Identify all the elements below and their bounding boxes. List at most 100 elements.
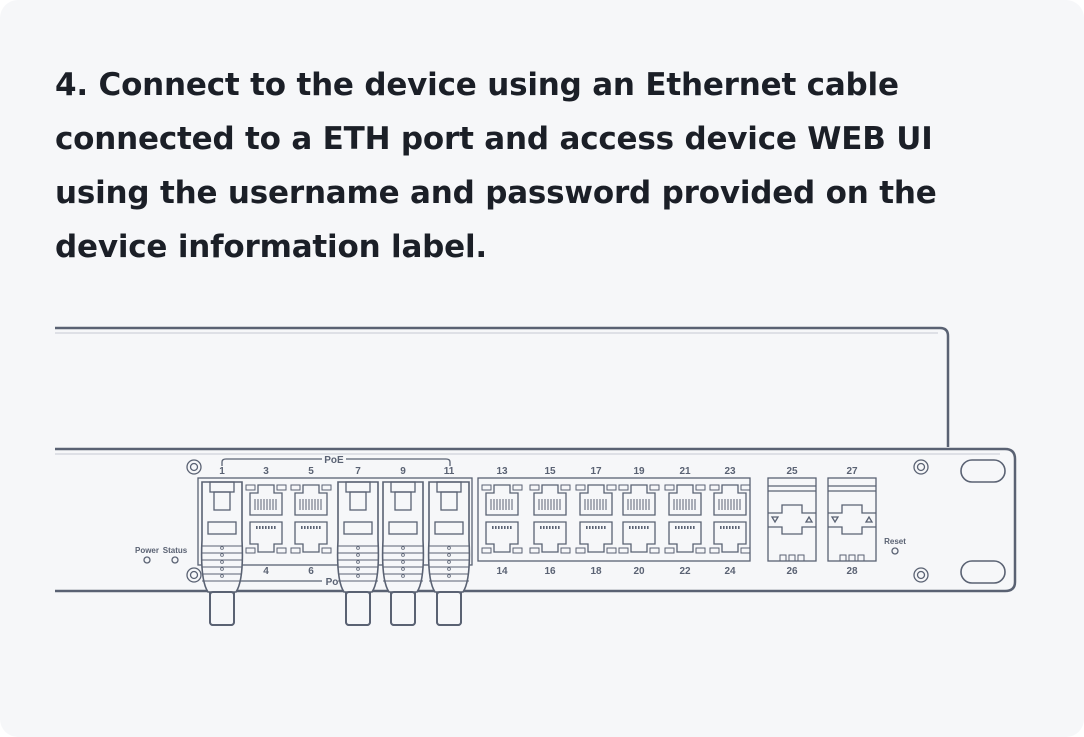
plug-window [343,521,373,535]
port-label-26: 26 [786,566,798,577]
ethernet-port-21 [664,484,706,516]
rj45-port-outline [533,521,567,553]
port-label-19: 19 [633,466,645,477]
port-led [276,484,287,491]
plug-dot [401,546,405,550]
mounting-screw-center [189,570,199,580]
rj45-port-outline [579,484,613,516]
port-pin [552,526,554,529]
port-label-15: 15 [544,466,556,477]
port-label-4: 4 [263,566,269,577]
port-pin [635,526,637,529]
port-label-25: 25 [786,466,798,477]
port-pin [726,526,728,529]
ethernet-port-13 [481,484,523,516]
port-pin [271,526,273,529]
ethernet-port-20 [618,521,660,554]
port-pin [641,526,643,529]
port-label-7: 7 [355,466,361,477]
port-led [290,484,301,491]
ethernet-port-4 [245,521,287,554]
port-led [664,484,675,491]
rj45-port-outline [294,521,328,553]
port-pin [265,526,267,529]
rj45-port-outline [579,521,613,553]
plug-dot [356,553,360,557]
port-led [512,484,523,491]
power-label: Power [135,546,159,555]
sfp-port-25 [767,477,817,562]
port-pin [647,526,649,529]
rj45-port-outline [249,521,283,553]
port-led [245,484,256,491]
port-led [560,547,571,554]
port-led [512,547,523,554]
port-pin [601,526,603,529]
port-pin [501,526,503,529]
sfp-contact [779,554,787,562]
port-pin [720,526,722,529]
port-led [709,484,720,491]
port-pin [693,526,695,529]
ethernet-cable-plug-7 [336,481,380,626]
plug-tab [349,491,367,511]
port-label-11: 11 [444,466,455,477]
port-label-28: 28 [846,566,858,577]
ethernet-cable-plug-1 [200,481,244,626]
port-led [649,547,660,554]
plug-tab [440,491,458,511]
port-label-23: 23 [724,466,736,477]
plug-dot [447,560,451,564]
port-led [649,484,660,491]
rj45-port-outline [294,484,328,516]
ethernet-port-19 [618,484,660,516]
port-pin [307,526,309,529]
up-arrow-icon [804,515,814,523]
mounting-screw [913,459,929,475]
ethernet-port-23 [709,484,751,516]
port-pin [546,526,548,529]
reset-label: Reset [884,537,906,546]
port-pin [540,526,542,529]
rj45-port-outline [713,484,747,516]
port-led [695,547,706,554]
status-label: Status [163,546,188,555]
port-pin [687,526,689,529]
plug-body [381,481,425,593]
port-led [321,484,332,491]
ethernet-port-15 [529,484,571,516]
port-pin [738,526,740,529]
port-pin [592,526,594,529]
port-pin [632,526,634,529]
ethernet-port-22 [664,521,706,554]
port-label-9: 9 [400,466,406,477]
rj45-port-outline [485,484,519,516]
port-pin [262,526,264,529]
mounting-screw [186,567,202,583]
plug-dot [356,574,360,578]
poe-label-bottom: Po [326,577,339,588]
poe-port-block [197,477,473,566]
port-label-17: 17 [590,466,602,477]
mounting-screw [186,459,202,475]
plug-dot [447,553,451,557]
port-pin [268,526,270,529]
reset-button [891,547,899,555]
port-pin [729,526,731,529]
plug-dot [447,574,451,578]
plug-tab [394,491,412,511]
port-pin [604,526,606,529]
port-led [709,547,720,554]
ethernet-port-5 [290,484,332,516]
status-led [171,556,179,564]
sfp-rail [768,485,816,492]
plug-dot [401,574,405,578]
plug-body [427,481,471,593]
plug-dot [401,560,405,564]
plug-dot [220,567,224,571]
port-pin [316,526,318,529]
plug-window [388,521,418,535]
port-pin [558,526,560,529]
port-pin [675,526,677,529]
